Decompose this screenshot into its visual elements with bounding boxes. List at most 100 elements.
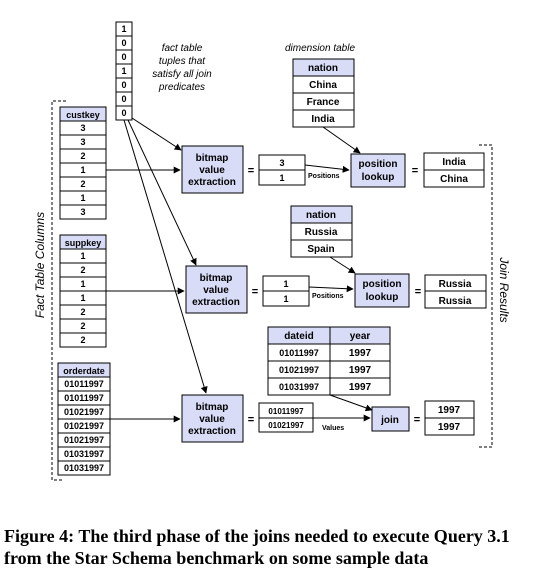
svg-text:position: position (359, 159, 398, 170)
orderdate-cell: 01021997 (64, 407, 104, 417)
fact-table-columns-label: Fact Table Columns (33, 212, 47, 318)
svg-text:01011997: 01011997 (268, 407, 304, 416)
svg-text:value: value (203, 285, 229, 296)
svg-text:value: value (199, 165, 225, 176)
position-lookup-2: position lookup (354, 273, 410, 308)
svg-text:join: join (380, 415, 399, 426)
join-results-bracket (479, 144, 493, 448)
fact-columns-bracket (51, 100, 66, 481)
bitmap-extraction-1: bitmap value extraction (181, 145, 244, 194)
bitvector-cell: 1 (121, 24, 126, 34)
svg-text:predicates: predicates (158, 82, 205, 93)
equals-sign: = (248, 165, 254, 177)
dimension-cell: 01021997 (279, 365, 319, 375)
dimension-cell: 01031997 (279, 382, 319, 392)
positions-label: Positions (312, 293, 344, 300)
custkey-cell: 3 (80, 207, 85, 217)
svg-text:bitmap: bitmap (196, 402, 229, 413)
bitvector-arrow-1 (131, 117, 182, 151)
suppkey-cell: 2 (80, 265, 85, 275)
dimension-cell: France (307, 97, 340, 108)
svg-text:satisfy all join: satisfy all join (152, 69, 212, 80)
bitmap-extraction-3: bitmap value extraction (181, 394, 244, 443)
orderdate-cell: 01031997 (64, 449, 104, 459)
svg-text:nation: nation (308, 63, 338, 74)
suppkey-column: suppkey 1 2 1 1 2 2 2 (59, 234, 107, 348)
bitvector-cell: 0 (121, 94, 126, 104)
values-label: Values (322, 425, 344, 432)
svg-text:custkey: custkey (66, 110, 100, 120)
dimension-cell: 1997 (349, 348, 372, 359)
suppkey-cell: 2 (80, 321, 85, 331)
dimension-cell: Russia (305, 227, 338, 238)
equals-sign: = (252, 286, 258, 298)
custkey-column: custkey 3 3 2 1 2 1 3 (59, 106, 107, 220)
join-result-1: India China (423, 152, 485, 188)
dimension-arrow-3 (329, 394, 373, 412)
positions-list-1: 3 1 (258, 154, 306, 186)
suppkey-cell: 2 (80, 335, 85, 345)
svg-text:01021997: 01021997 (268, 421, 304, 430)
equals-sign: = (414, 414, 420, 426)
equals-sign: = (415, 286, 421, 298)
svg-text:Russia: Russia (439, 296, 472, 307)
positions-label: Positions (308, 173, 340, 180)
dimension-arrow-1 (322, 126, 361, 154)
svg-text:extraction: extraction (188, 426, 236, 437)
custkey-cell: 3 (80, 123, 85, 133)
figure-caption: Figure 4: The third phase of the joins n… (4, 526, 510, 568)
nation-dimension-table-1: nation China France India (292, 58, 355, 128)
fact-table-note: fact table tuples that satisfy all join … (152, 43, 212, 93)
orderdate-cell: 01011997 (64, 393, 104, 403)
join-results-label: Join Results (497, 256, 511, 322)
svg-text:bitmap: bitmap (196, 153, 229, 164)
join-diagram: 1 0 0 1 0 0 0 fact table tuples that sat… (33, 21, 511, 481)
orderdate-cell: 01011997 (64, 379, 104, 389)
positions-arrow-2 (308, 285, 354, 293)
svg-text:lookup: lookup (366, 292, 399, 303)
join-result-2: Russia Russia (424, 274, 487, 309)
dimension-cell: Spain (307, 244, 334, 255)
svg-text:orderdate: orderdate (63, 366, 105, 376)
svg-text:extraction: extraction (188, 177, 236, 188)
svg-text:extraction: extraction (192, 297, 240, 308)
svg-text:year: year (350, 331, 371, 342)
svg-text:position: position (363, 279, 402, 290)
suppkey-cell: 1 (80, 279, 85, 289)
custkey-cell: 3 (80, 137, 85, 147)
bitvector-cell: 0 (121, 52, 126, 62)
join-result-3: 1997 1997 (424, 400, 475, 436)
svg-text:fact table: fact table (162, 43, 203, 54)
svg-text:value: value (199, 414, 225, 425)
custkey-cell: 1 (80, 165, 85, 175)
nation-dimension-table-2: nation Russia Spain (290, 205, 353, 258)
positions-list-2: 1 1 (262, 275, 310, 307)
orderdate-cell: 01031997 (64, 463, 104, 473)
svg-text:nation: nation (306, 210, 336, 221)
svg-text:Russia: Russia (439, 279, 472, 290)
dimension-cell: India (311, 114, 335, 125)
svg-text:1997: 1997 (438, 422, 461, 433)
bitvector-cell: 1 (121, 66, 126, 76)
dimension-cell: 01011997 (279, 348, 319, 358)
values-list-3: 01011997 01021997 (258, 402, 314, 433)
orderdate-column: orderdate 01011997 01011997 01021997 010… (57, 362, 111, 476)
positions-arrow-1 (304, 164, 350, 173)
custkey-cell: 1 (80, 193, 85, 203)
suppkey-cell: 1 (80, 293, 85, 303)
join-box: join (371, 406, 410, 432)
suppkey-cell: 2 (80, 307, 85, 317)
suppkey-cell: 1 (80, 251, 85, 261)
svg-text:1997: 1997 (438, 405, 461, 416)
custkey-cell: 2 (80, 151, 85, 161)
dimension-arrow-2 (329, 256, 356, 274)
svg-text:India: India (442, 157, 466, 168)
svg-text:1: 1 (279, 173, 284, 183)
bitvector-column: 1 0 0 1 0 0 0 (115, 21, 133, 121)
svg-text:suppkey: suppkey (65, 238, 102, 248)
svg-text:1: 1 (283, 279, 288, 289)
date-dimension-table: dateid year 01011997 1997 01021997 1997 … (267, 326, 391, 396)
bitvector-arrow-3 (123, 119, 208, 394)
equals-sign: = (412, 165, 418, 177)
orderdate-cell: 01021997 (64, 421, 104, 431)
